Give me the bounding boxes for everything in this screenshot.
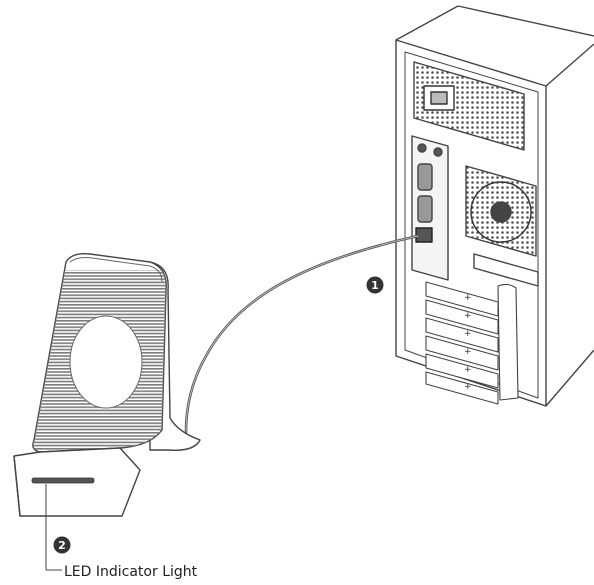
pc-tower-icon: + + + + + + [395, 5, 594, 407]
callout-1-number: 1 [371, 279, 379, 292]
callout-1: 1 [366, 276, 384, 294]
svg-text:+: + [464, 293, 472, 303]
expansion-slots: + + + + + + [425, 281, 519, 405]
io-panel [411, 135, 449, 281]
callout-2: 2 LED Indicator Light [45, 484, 198, 580]
callout-2-badge [53, 536, 71, 554]
svg-text:+: + [464, 311, 472, 321]
led-indicator-light [31, 477, 95, 484]
psu-vent [413, 61, 525, 151]
led-label: LED Indicator Light [64, 564, 198, 580]
callout-1-badge [366, 276, 384, 294]
svg-text:+: + [464, 347, 472, 357]
callout-2-number: 2 [58, 539, 66, 552]
svg-text:+: + [464, 329, 472, 339]
svg-text:+: + [464, 365, 472, 375]
svg-text:+: + [464, 382, 472, 392]
wireless-charging-stand-icon [13, 252, 201, 517]
case-fan [465, 165, 537, 257]
